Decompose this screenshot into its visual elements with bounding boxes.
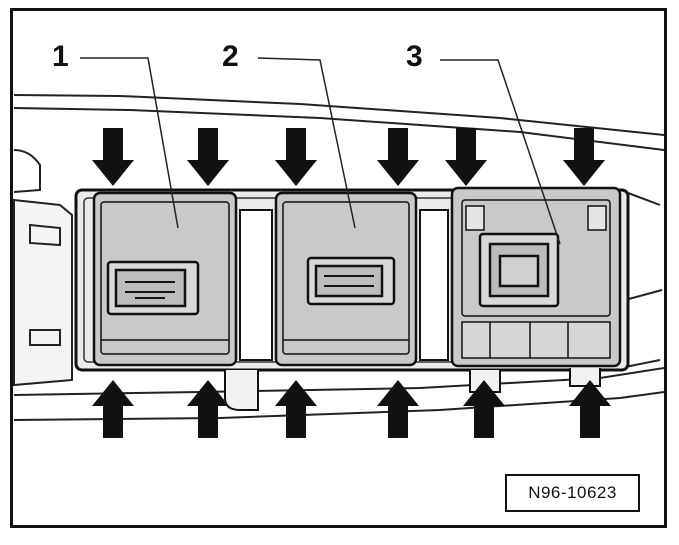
reference-number: N96-10623 bbox=[505, 474, 640, 512]
callout-3: 3 bbox=[406, 40, 423, 73]
arrow-down-icon bbox=[377, 128, 419, 186]
arrow-down-icon bbox=[445, 128, 487, 186]
switch-3-component bbox=[450, 186, 622, 368]
arrow-down-icon bbox=[92, 128, 134, 186]
arrow-up-icon bbox=[187, 380, 229, 438]
arrow-down-icon bbox=[187, 128, 229, 186]
arrow-up-icon bbox=[569, 380, 611, 438]
switch-2-component bbox=[274, 191, 418, 367]
switch-1-component bbox=[92, 191, 238, 367]
bottom-clips bbox=[224, 368, 601, 411]
arrow-down-icon bbox=[275, 128, 317, 186]
arrows-top bbox=[92, 128, 605, 186]
housing-gaps bbox=[239, 209, 449, 361]
left-end-cap bbox=[13, 198, 73, 387]
leader-lines bbox=[80, 57, 561, 245]
arrow-down-icon bbox=[563, 128, 605, 186]
trim-panel bbox=[13, 94, 665, 421]
arrow-up-icon bbox=[463, 380, 505, 438]
arrow-up-icon bbox=[377, 380, 419, 438]
callout-2: 2 bbox=[222, 40, 239, 73]
callout-1: 1 bbox=[52, 40, 69, 73]
arrow-up-icon bbox=[92, 380, 134, 438]
arrow-up-icon bbox=[275, 380, 317, 438]
arrows-bottom bbox=[92, 380, 611, 438]
